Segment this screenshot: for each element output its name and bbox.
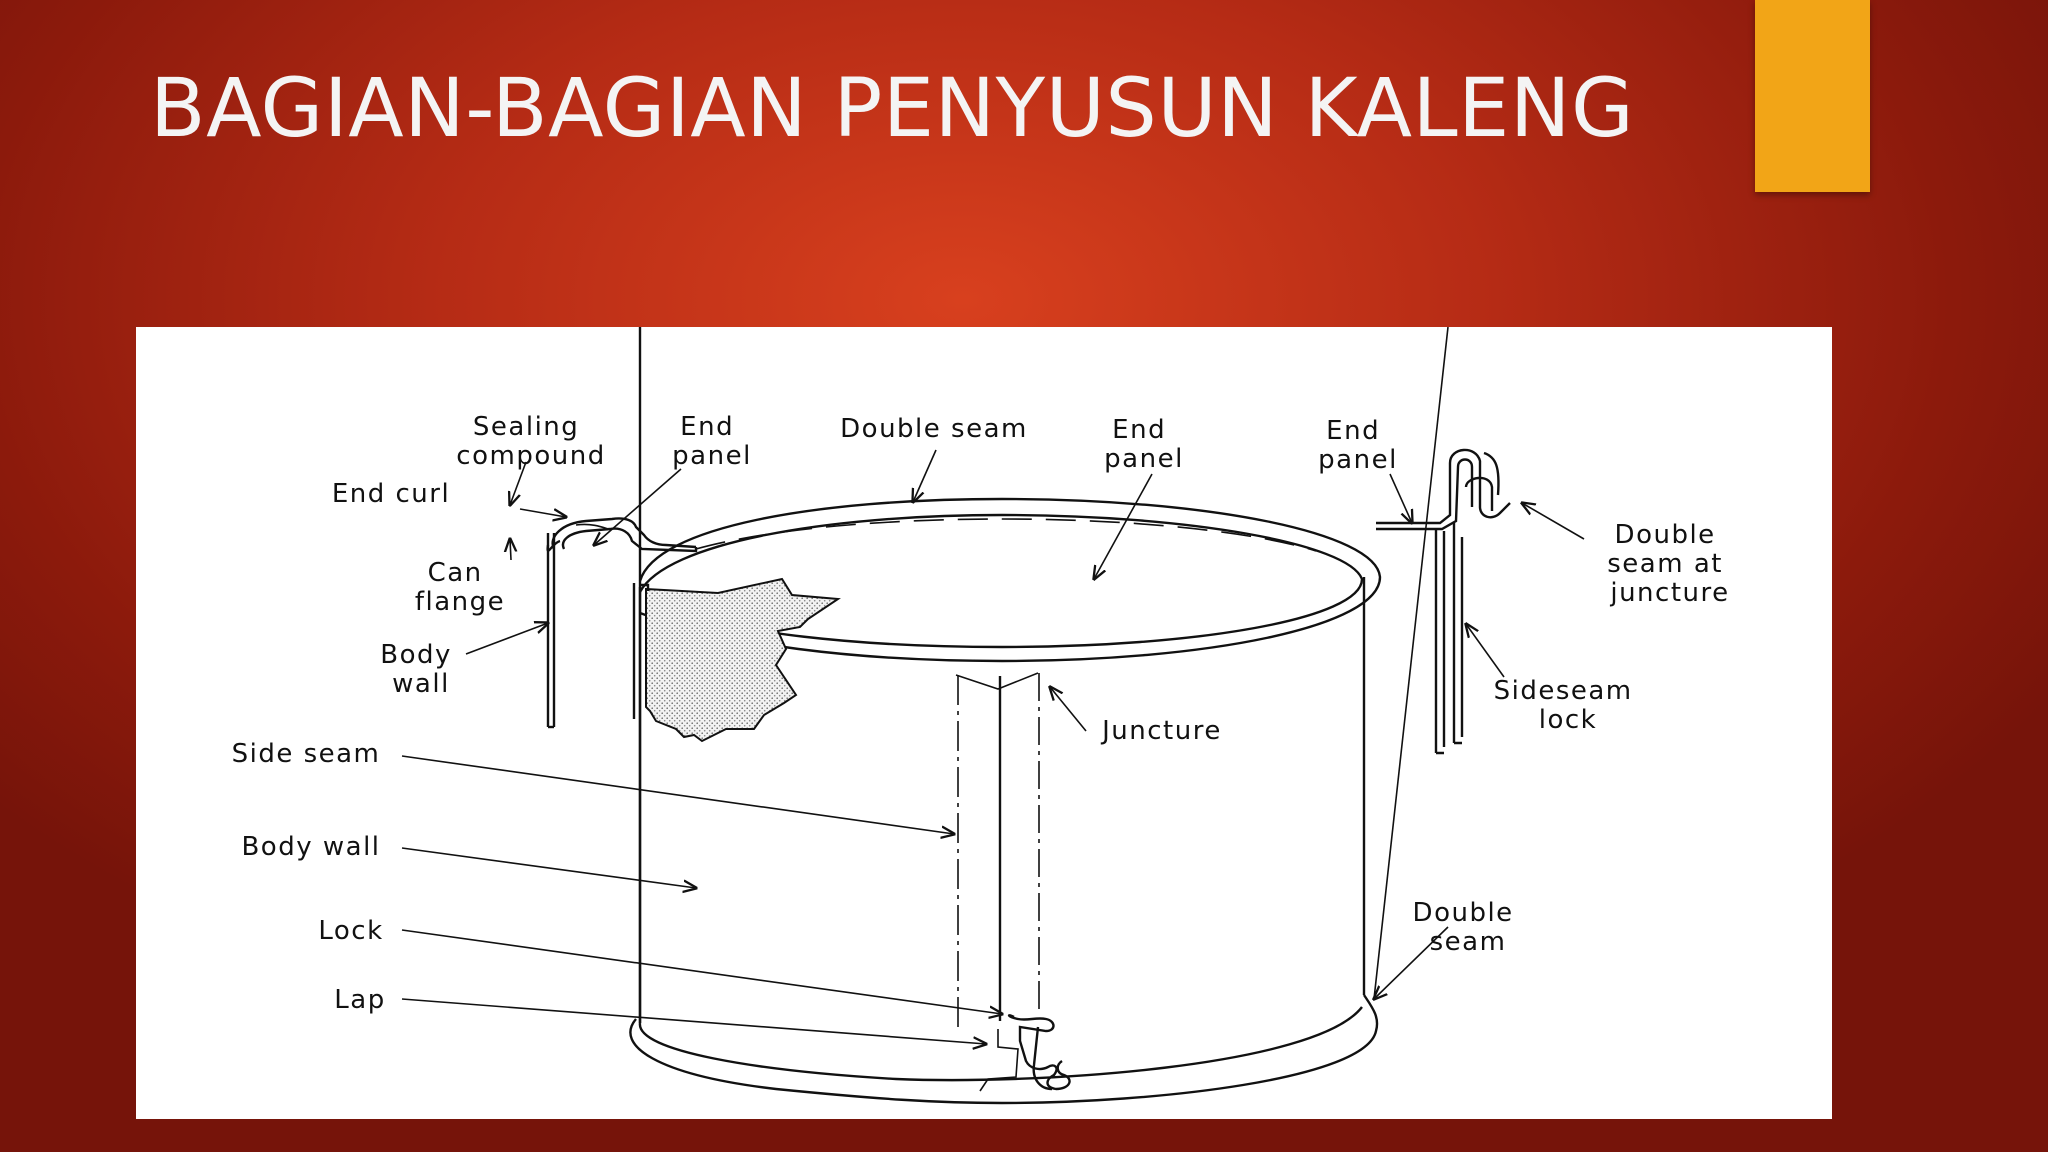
- pointer-lock: [401, 929, 1002, 1014]
- pointer-sideseam-lock: [1466, 624, 1505, 678]
- cutaway-section: [645, 577, 841, 743]
- pointer-can-flange: [510, 539, 511, 561]
- label-body-wall: Body wall: [241, 832, 380, 862]
- pointer-body-wall: [401, 847, 696, 888]
- pointer-juncture: [1050, 687, 1087, 732]
- can-top-end: [638, 497, 1382, 690]
- pointer-side-seam: [401, 755, 954, 834]
- label-end-panel-center: End panel: [1104, 415, 1184, 474]
- cutaway-wall: [632, 583, 650, 719]
- diagram-labels: Sealing compound End panel Double seam E…: [232, 412, 1732, 1015]
- pointer-lines: [401, 327, 1585, 1044]
- pointer-double-seam-bottom: [1374, 926, 1449, 999]
- pointer-body-wall-detail: [465, 623, 548, 655]
- pointer-end-curl: [519, 509, 566, 517]
- label-double-seam-bottom: Double seam: [1413, 898, 1524, 957]
- label-side-seam: Side seam: [232, 739, 381, 769]
- label-sideseam-lock: Sideseam lock: [1494, 676, 1643, 735]
- label-end-panel-right: End panel: [1318, 416, 1398, 475]
- pointer-lap: [401, 998, 986, 1044]
- label-double-seam-top: Double seam: [840, 414, 1028, 444]
- label-lock: Lock: [318, 916, 383, 946]
- label-double-seam-at-juncture: Double seam at juncture: [1607, 520, 1732, 608]
- can-diagram-panel: Sealing compound End panel Double seam E…: [136, 327, 1832, 1119]
- label-end-panel-left: End panel: [672, 412, 752, 471]
- pointer-end-panel-left: [594, 468, 682, 545]
- pointer-double-seam-juncture: [1522, 503, 1585, 540]
- double-seam-detail: [1376, 448, 1511, 755]
- pointer-sealing-compound: [510, 461, 527, 505]
- label-lap: Lap: [334, 985, 385, 1015]
- accent-bar: [1755, 0, 1870, 192]
- label-sealing-compound: Sealing compound: [456, 412, 605, 471]
- label-juncture: Juncture: [1100, 716, 1222, 746]
- pointer-end-panel-right: [1389, 473, 1412, 523]
- pointer-end-panel-center: [1094, 473, 1153, 579]
- can-diagram: Sealing compound End panel Double seam E…: [232, 327, 1732, 1105]
- can-body: [638, 327, 1366, 1027]
- can-bottom-seam: [629, 994, 1379, 1105]
- pointer-double-seam-top: [913, 449, 937, 502]
- label-body-wall-detail: Body wall: [380, 640, 461, 699]
- label-end-curl: End curl: [332, 479, 450, 509]
- label-can-flange: Can flange: [415, 558, 505, 617]
- slide-title: BAGIAN-BAGIAN PENYUSUN KALENG: [150, 62, 1635, 156]
